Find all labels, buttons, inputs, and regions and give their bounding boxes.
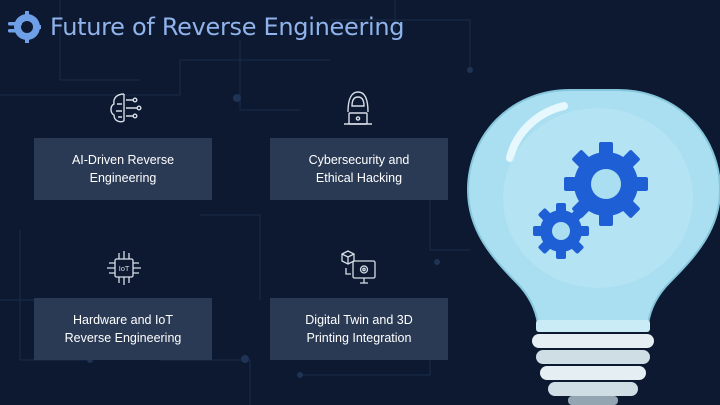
feature-card-label: Digital Twin and 3D <box>305 313 413 327</box>
feature-card-digital-twin: Digital Twin and 3D Printing Integration <box>270 298 448 360</box>
page-title: Future of Reverse Engineering <box>50 13 405 41</box>
feature-card-label: Cybersecurity and <box>308 153 410 167</box>
iot-chip-icon: IoT <box>107 251 141 285</box>
svg-text:IoT: IoT <box>119 265 130 273</box>
feature-card-label: Reverse Engineering <box>64 331 182 345</box>
lightbulb-gears-icon <box>466 89 720 405</box>
ai-brain-icon <box>110 93 142 123</box>
feature-card-label: Engineering <box>89 171 157 185</box>
feature-card-ai: AI-Driven Reverse Engineering <box>34 138 212 200</box>
feature-card-label: Printing Integration <box>306 331 412 345</box>
gear-tool-icon <box>8 11 41 43</box>
feature-card-label: Hardware and IoT <box>72 313 174 327</box>
digital-twin-monitor-icon <box>341 250 376 284</box>
feature-card-cybersecurity: Cybersecurity and Ethical Hacking <box>270 138 448 200</box>
title-bar: Future of Reverse Engineering <box>8 10 405 44</box>
feature-card-iot: Hardware and IoT Reverse Engineering <box>34 298 212 360</box>
feature-card-label: AI-Driven Reverse <box>71 153 175 167</box>
feature-card-label: Ethical Hacking <box>315 171 403 185</box>
hacker-laptop-icon <box>344 91 372 125</box>
